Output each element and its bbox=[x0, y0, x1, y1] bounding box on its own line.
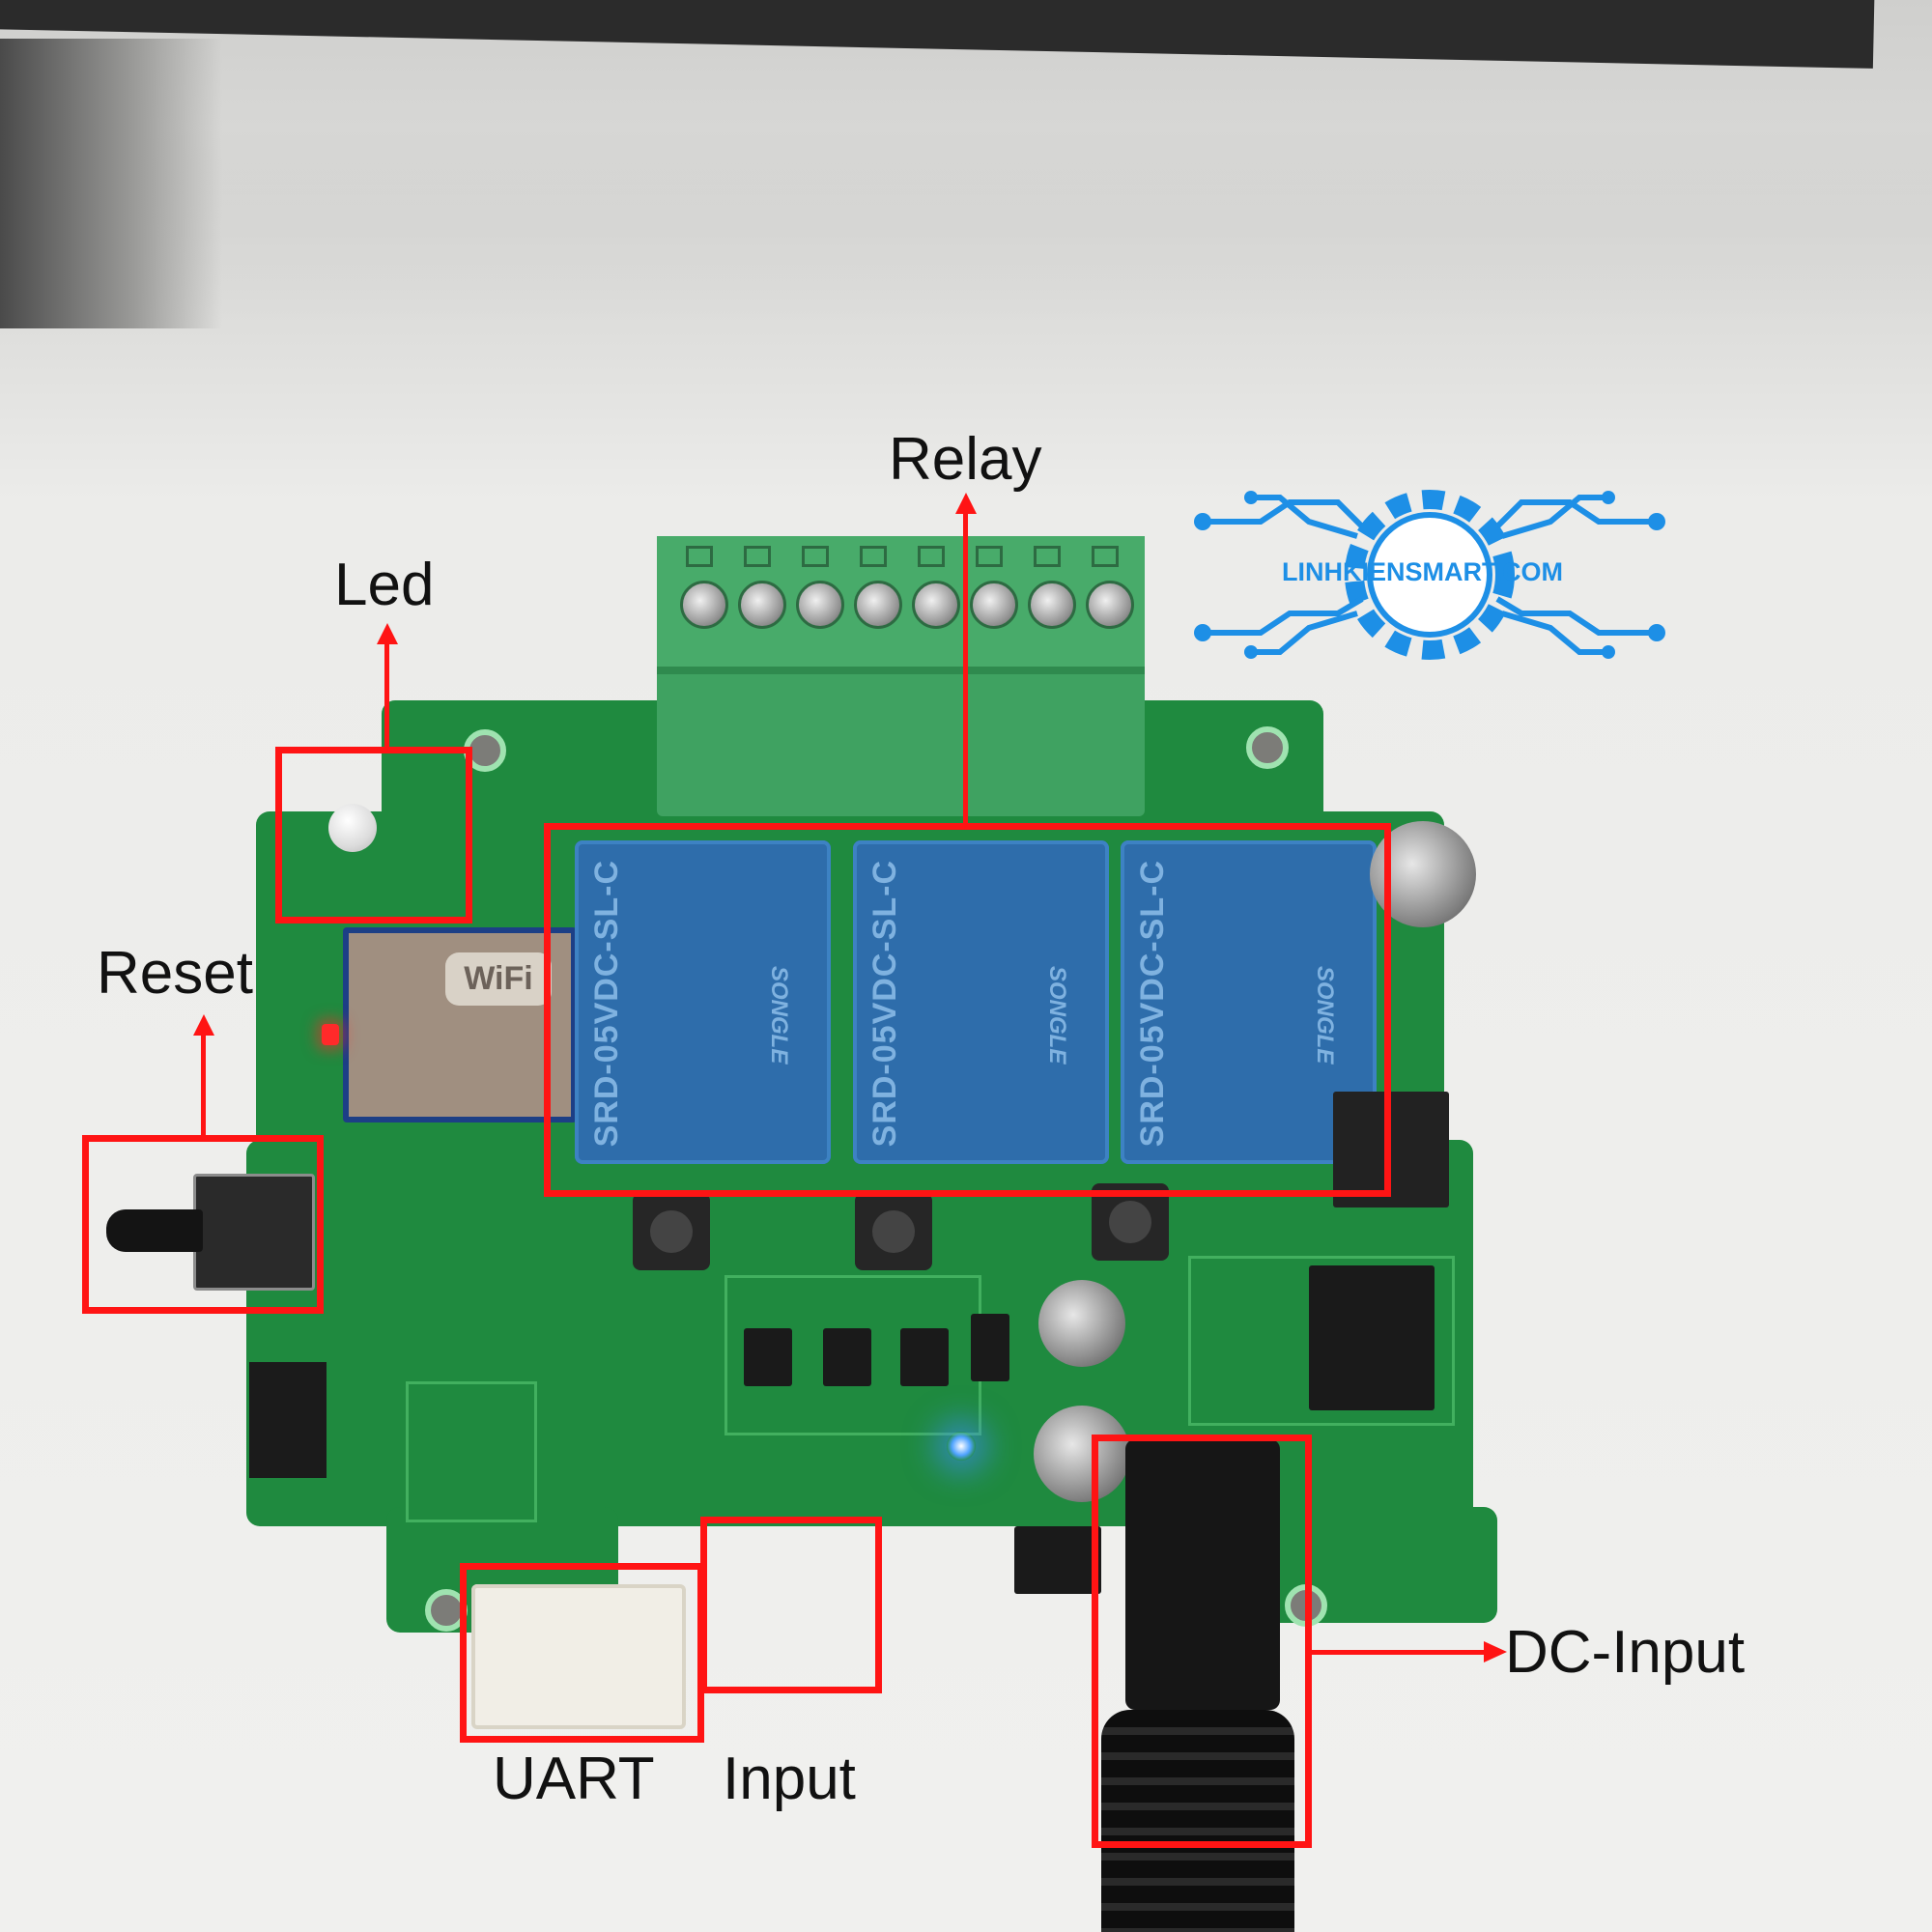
terminal-screw bbox=[1086, 581, 1134, 629]
blue-power-led bbox=[947, 1432, 976, 1461]
power-cable bbox=[1101, 1710, 1294, 1932]
reset-highlight-box bbox=[82, 1135, 324, 1314]
terminal-screw bbox=[1028, 581, 1076, 629]
status-led bbox=[328, 804, 377, 852]
terminal-screw bbox=[970, 581, 1018, 629]
red-indicator-led bbox=[322, 1024, 339, 1045]
logo-text: LINHKIENSMART.COM bbox=[1282, 557, 1563, 586]
gear-circuit-icon bbox=[1194, 490, 1665, 660]
wifi-module: WiFi bbox=[343, 927, 577, 1122]
reset-label: Reset bbox=[97, 940, 253, 1007]
wifi-badge: WiFi bbox=[445, 952, 552, 1006]
relay-2: SRD-05VDC-SL-C SONGLE bbox=[853, 840, 1109, 1164]
relay-1: SRD-05VDC-SL-C SONGLE bbox=[575, 840, 831, 1164]
transistor bbox=[971, 1314, 1009, 1381]
optocoupler bbox=[744, 1328, 792, 1386]
terminal-screw bbox=[680, 581, 728, 629]
input-highlight-box bbox=[700, 1517, 882, 1693]
relay-arrow bbox=[955, 493, 977, 514]
inductor bbox=[1333, 1092, 1449, 1208]
dc-input-arrow bbox=[1484, 1641, 1507, 1662]
background-shadow-left bbox=[0, 39, 222, 328]
optocoupler bbox=[823, 1328, 871, 1386]
uart-label: UART bbox=[493, 1746, 655, 1812]
electrolytic-capacitor bbox=[1034, 1406, 1130, 1502]
mounting-hole bbox=[1246, 726, 1289, 769]
push-button[interactable] bbox=[855, 1193, 932, 1270]
led-label: Led bbox=[334, 552, 435, 618]
reset-switch[interactable] bbox=[193, 1174, 315, 1291]
dc-input-highlight-box bbox=[1092, 1435, 1312, 1848]
pin-header bbox=[249, 1362, 327, 1478]
dc-input-label: DC-Input bbox=[1505, 1619, 1746, 1686]
uart-highlight-box bbox=[460, 1563, 704, 1743]
relay-brand-text: SONGLE bbox=[1312, 966, 1338, 1065]
reset-arrow bbox=[193, 1014, 214, 1036]
led-arrow bbox=[377, 623, 398, 644]
reset-knob[interactable] bbox=[106, 1209, 203, 1252]
voltage-regulator bbox=[1309, 1265, 1435, 1410]
transistor bbox=[1014, 1526, 1101, 1594]
relay-brand-text: SONGLE bbox=[1044, 966, 1070, 1065]
uart-connector bbox=[471, 1584, 686, 1729]
relay-brand-text: SONGLE bbox=[766, 966, 792, 1065]
optocoupler bbox=[900, 1328, 949, 1386]
push-button[interactable] bbox=[633, 1193, 710, 1270]
terminal-screw bbox=[738, 581, 786, 629]
input-label: Input bbox=[723, 1746, 856, 1812]
dc-jack bbox=[1125, 1439, 1280, 1710]
terminal-screw bbox=[912, 581, 960, 629]
terminal-screw bbox=[796, 581, 844, 629]
relay-label: Relay bbox=[889, 426, 1042, 493]
relay-highlight-box bbox=[544, 823, 1391, 1197]
led-highlight-box bbox=[275, 747, 472, 923]
terminal-block bbox=[657, 536, 1145, 816]
electrolytic-capacitor bbox=[1038, 1280, 1125, 1367]
terminal-screw bbox=[854, 581, 902, 629]
brand-logo: LINHKIENSMART.COM bbox=[1193, 478, 1666, 671]
